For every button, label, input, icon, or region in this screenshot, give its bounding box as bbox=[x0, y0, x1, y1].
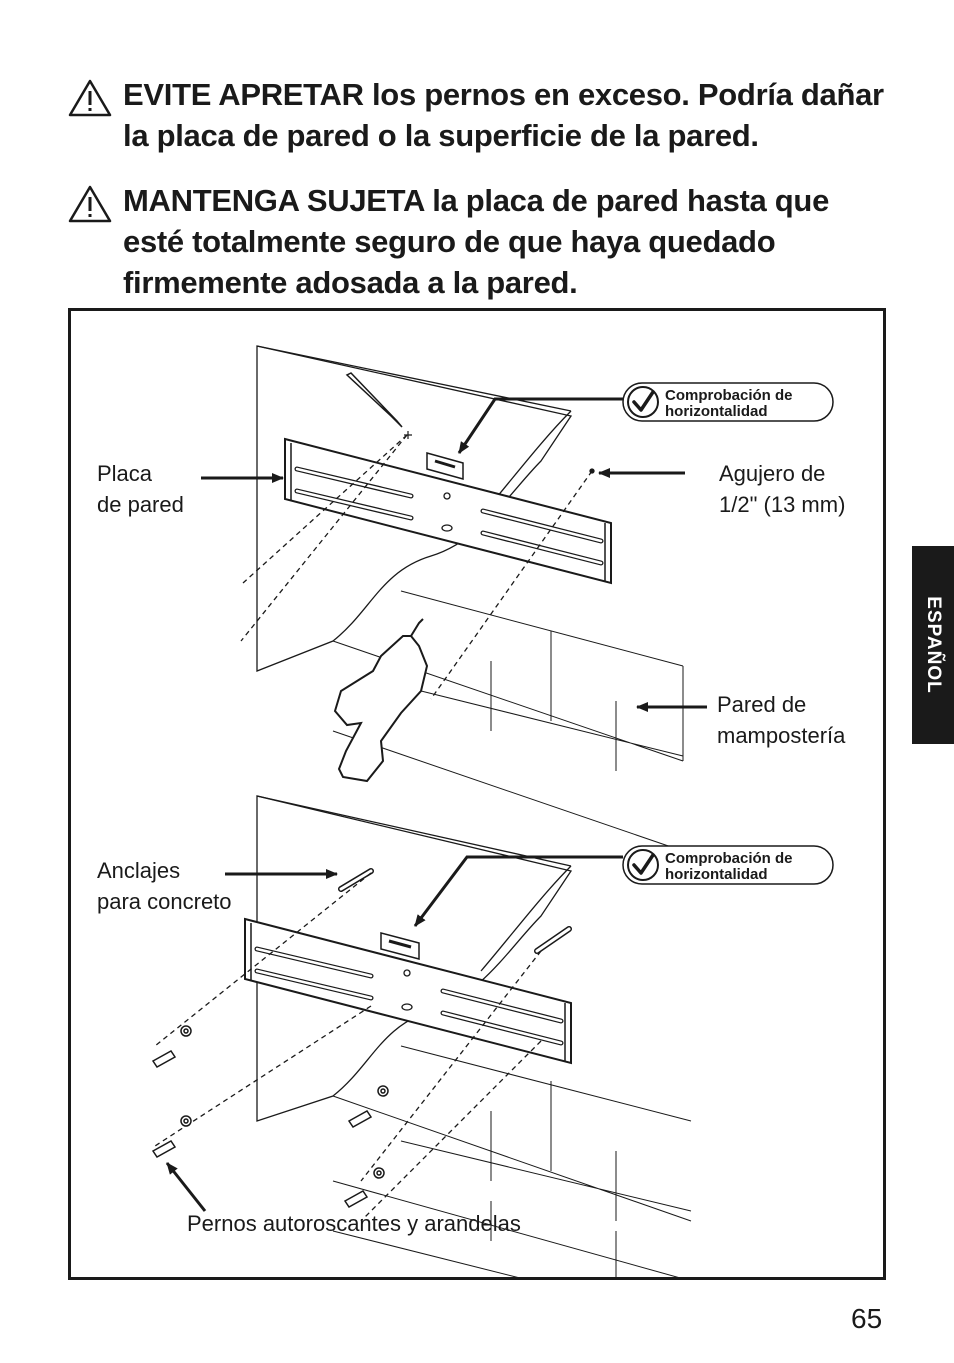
warning-triangle-icon bbox=[68, 79, 112, 117]
hole-size-label: Agujero de 1/2" (13 mm) bbox=[719, 461, 846, 517]
level-check-arrow-bottom bbox=[413, 855, 623, 927]
installation-figure: Comprobación de horizontalidad bbox=[68, 308, 886, 1280]
concrete-anchors-label: Anclajes para concreto bbox=[97, 858, 232, 914]
level-check-badge: Comprobación de horizontalidad bbox=[622, 382, 834, 422]
lag-bolts-arrow bbox=[165, 1162, 207, 1212]
language-tab-label: ESPAÑOL bbox=[923, 596, 944, 694]
installation-illustration: Comprobación de horizontalidad bbox=[151, 345, 834, 1277]
warning-overtighten: EVITE APRETAR los pernos en exceso. Podr… bbox=[68, 74, 888, 156]
level-check-badge-bottom: Comprobación de horizontalidad bbox=[622, 845, 834, 885]
level-check-line1: Comprobación de bbox=[665, 850, 793, 867]
level-check-line2: horizontalidad bbox=[665, 866, 768, 883]
bottom-drawing bbox=[151, 795, 692, 1277]
warning-text: MANTENGA SUJETA la placa de pared hasta … bbox=[123, 183, 830, 300]
wall-plate-label: Placa de pared bbox=[97, 461, 184, 517]
top-callout-arrows bbox=[201, 397, 707, 712]
masonry-wall-label: Pared de mampostería bbox=[717, 692, 846, 748]
bottom-callout-arrows bbox=[165, 855, 623, 1212]
lag-bolts-label: Pernos autoroscantes y arandelas bbox=[187, 1211, 521, 1236]
top-drawing bbox=[240, 345, 684, 852]
warning-triangle-icon bbox=[68, 185, 112, 223]
page-number: 65 bbox=[851, 1303, 883, 1334]
language-tab: ESPAÑOL bbox=[912, 546, 954, 744]
warning-hold-plate: MANTENGA SUJETA la placa de pared hasta … bbox=[68, 180, 888, 303]
level-check-line1: Comprobación de bbox=[665, 387, 793, 404]
level-check-line2: horizontalidad bbox=[665, 403, 768, 420]
warning-text: EVITE APRETAR los pernos en exceso. Podr… bbox=[123, 77, 884, 153]
level-check-arrow bbox=[457, 397, 623, 454]
